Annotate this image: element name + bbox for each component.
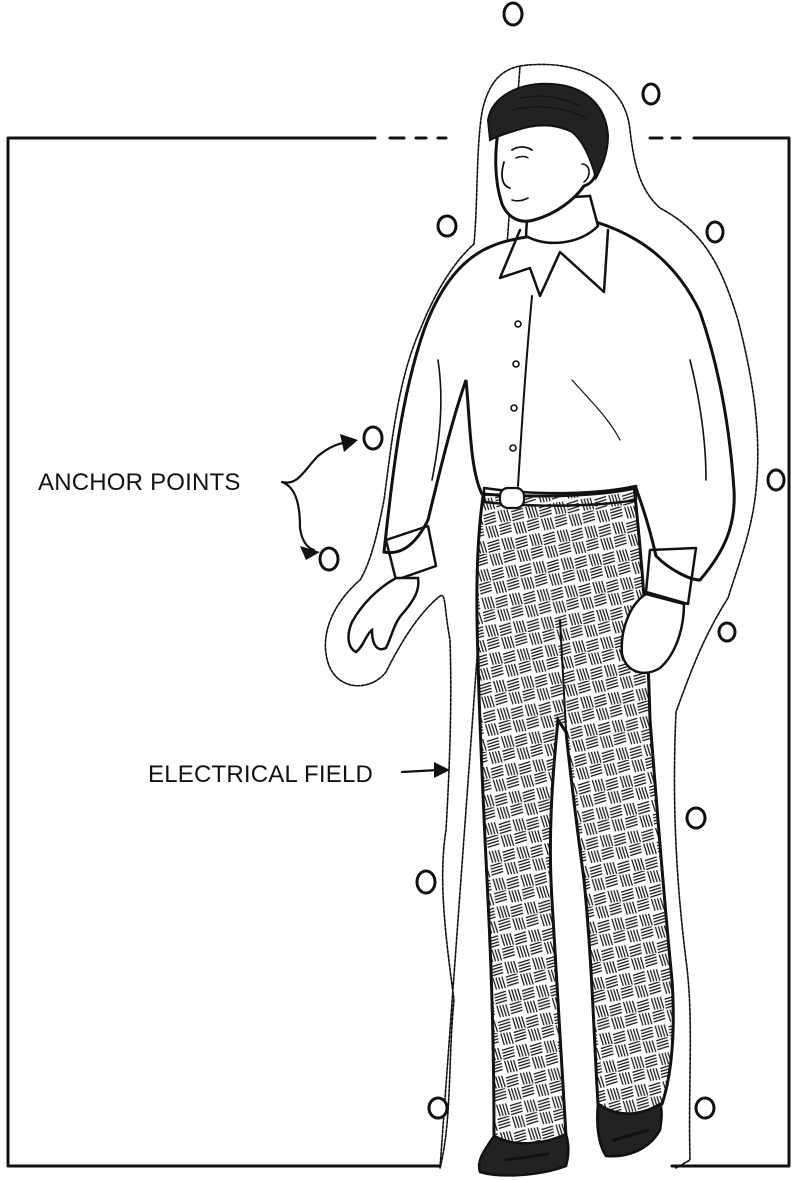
man-figure	[349, 84, 735, 1176]
anchor-point-icon	[429, 1098, 447, 1118]
anchor-point-icon	[364, 427, 382, 449]
anchor-point-icon	[643, 84, 659, 104]
arrow-head-icon	[340, 434, 358, 452]
anchor-point-icon	[320, 548, 338, 570]
anchor-point-icon	[707, 222, 723, 242]
anchor-point-icon	[719, 623, 735, 641]
trousers	[477, 484, 673, 1144]
anchor-point-icon	[504, 3, 522, 25]
anchor-points-callout	[282, 442, 352, 550]
electrical-field-callout	[402, 762, 450, 778]
anchor-point-icon	[417, 871, 435, 893]
electrical-field-label: ELECTRICAL FIELD	[148, 761, 373, 788]
anchor-point-icon	[687, 808, 705, 828]
anchor-point-icon	[438, 216, 456, 236]
arrow-head-icon	[434, 762, 450, 778]
anchor-point-icon	[768, 470, 784, 490]
anchor-point-icon	[696, 1098, 714, 1118]
anchor-points-label: ANCHOR POINTS	[38, 469, 241, 496]
left-hand	[349, 578, 419, 652]
